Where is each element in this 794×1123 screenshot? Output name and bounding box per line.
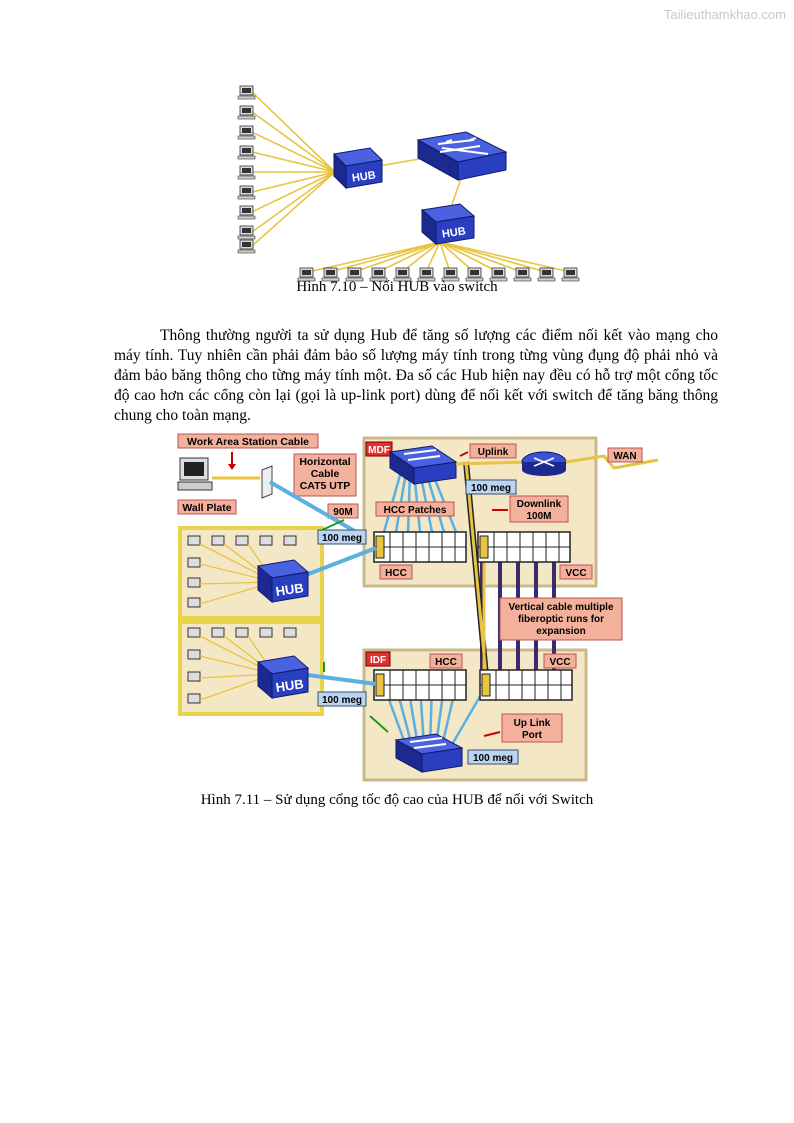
hub-1: HUB [332,147,384,190]
paragraph-text: Thông thường người ta sử dụng Hub để tăn… [114,327,718,424]
horizontal-cable-line2: Cable [311,468,340,480]
meg-100-hub-top: 100 meg [322,533,362,544]
switch [416,131,508,181]
figure-1-caption: Hình 7.10 – Nối HUB vào switch [296,279,498,295]
wan-label: WAN [613,451,636,462]
hub-1-label: HUB [351,169,376,184]
hub-2: HUB [420,203,476,246]
bottom-cables [307,241,571,273]
meg-100-mdf: 100 meg [471,483,511,494]
router: WAN [455,447,659,476]
meg-100-idf: 100 meg [473,753,513,764]
hcc-top-label: HCC [385,568,407,579]
uplink-port-line2: Port [522,730,543,741]
uplink-label: Uplink [478,447,509,458]
watermark: Tailieuthamkhao.com [663,7,786,22]
labels: Uplink 100 meg HCC Patches Downlink 100M… [317,443,623,765]
idf-label: IDF [370,655,386,666]
hub-2-label: HUB [441,225,466,240]
trunk-lines [463,461,489,677]
figure-2-caption: Hình 7.11 – Sử dụng cổng tốc độ cao của … [200,792,594,808]
vertical-cable-line1: Vertical cable multiple [508,602,613,613]
figure-hub-uplink: Work Area Station Cable Wall Plate Horiz… [177,433,659,782]
hcc-bottom-label: HCC [435,657,457,668]
left-computers [237,85,256,254]
vcc-top-label: VCC [565,568,586,579]
figure-hub-to-switch: HUB HUB [237,85,580,282]
mdf-switch [388,445,458,485]
len-90m-label: 90M [333,507,352,518]
hub-top-label: HUB [275,580,305,599]
work-area: Work Area Station Cable Wall Plate Horiz… [177,433,372,542]
horizontal-cable-line1: Horizontal [299,456,350,468]
vertical-cable-line2: fiberoptic runs for [518,614,604,625]
meg-100-hub-bottom: 100 meg [322,695,362,706]
mdf-label: MDF [368,445,390,456]
vcc-bottom-label: VCC [549,657,570,668]
downlink-line1: Downlink [517,499,562,510]
hub-bottom: HUB [256,655,310,700]
patch-panel-vcc-bottom [479,669,573,701]
body-paragraph: Thông thường người ta sử dụng Hub để tăn… [114,326,718,426]
patch-panel-hcc-bottom [373,669,467,701]
left-cables [251,91,463,247]
wall-plate-label: Wall Plate [182,502,231,514]
vertical-cable-line3: expansion [536,626,585,637]
user-pcs-top [187,535,297,608]
hub-top: HUB [256,559,310,604]
user-pcs-bottom [187,627,297,704]
uplink-port-line1: Up Link [514,718,551,729]
work-area-cable-label: Work Area Station Cable [187,436,309,448]
patch-panel-hcc-top [373,531,467,563]
downlink-line2: 100M [526,511,551,522]
hcc-patches-label: HCC Patches [384,505,447,516]
idf-switch [394,733,464,773]
patch-panel-vcc-top [477,531,571,563]
horizontal-cable-line3: CAT5 UTP [300,480,351,492]
green-arrows [321,519,389,733]
hub-bottom-label: HUB [275,676,305,695]
